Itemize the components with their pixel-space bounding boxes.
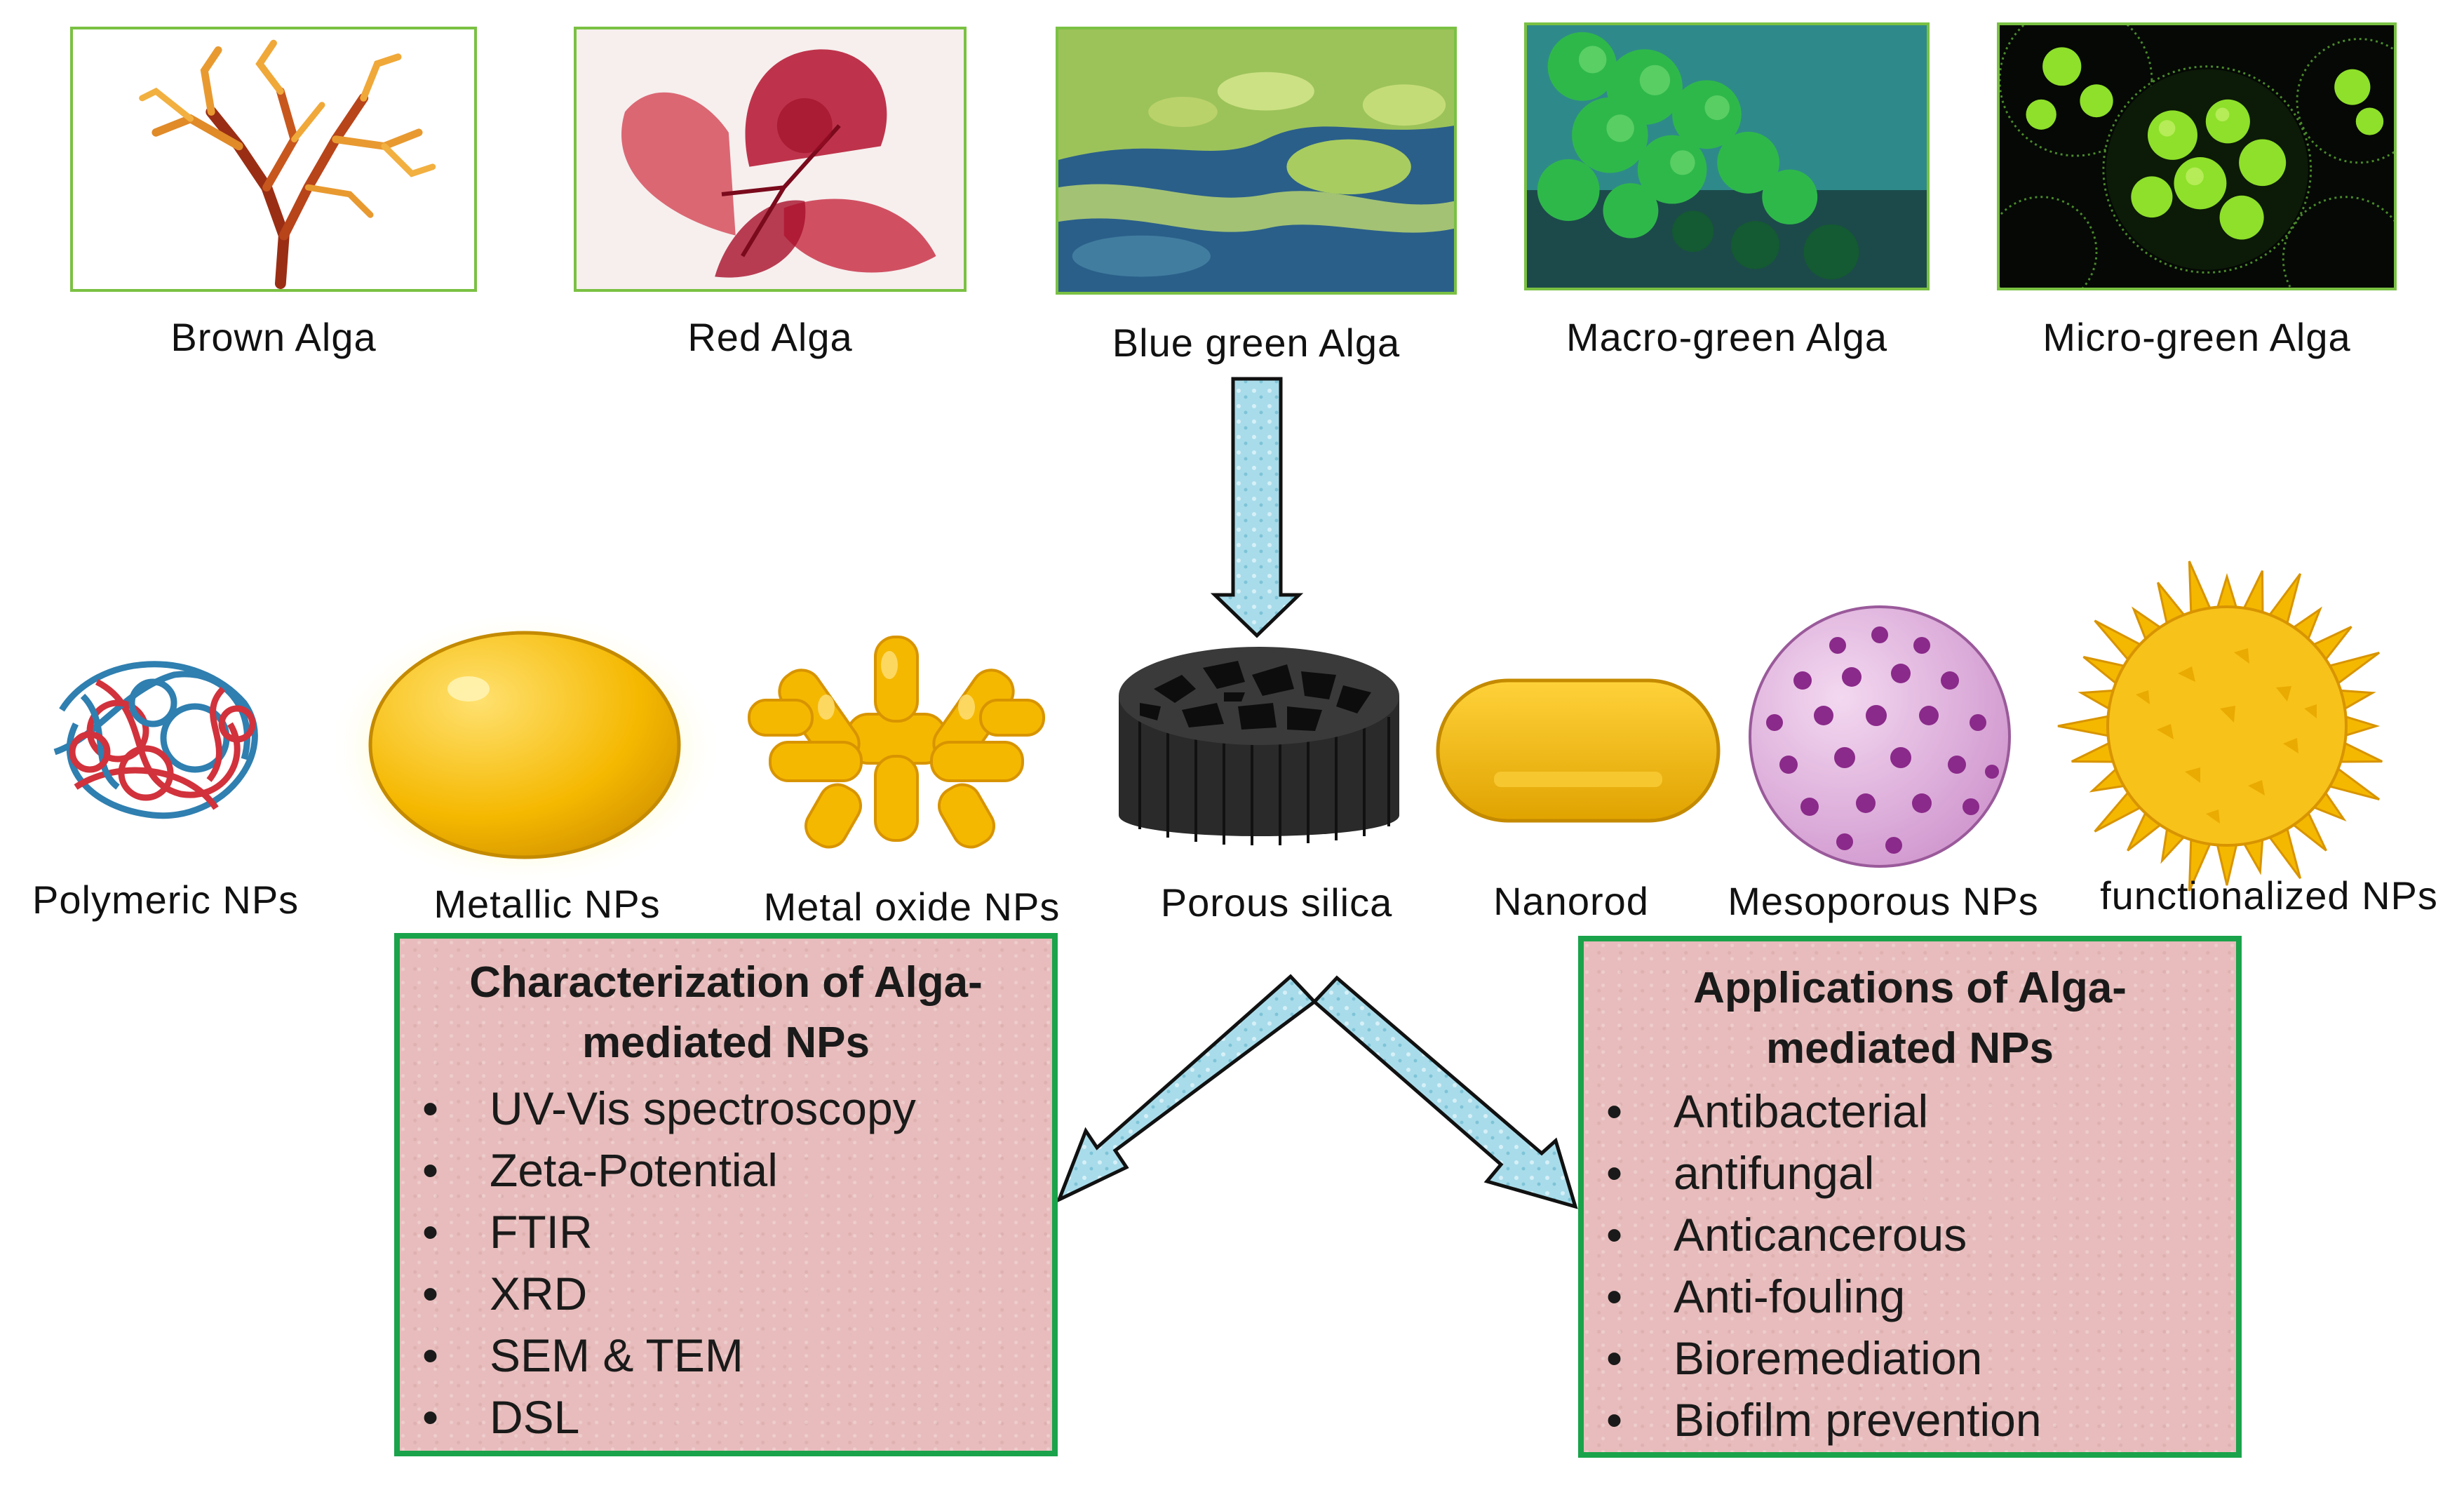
left-arrow bbox=[1056, 974, 1317, 1203]
applications-title-line1: Applications of Alga- bbox=[1693, 964, 2127, 1012]
list-item: •XRD bbox=[422, 1268, 588, 1320]
list-item: •Anticancerous bbox=[1606, 1209, 1967, 1261]
right-arrow bbox=[1312, 975, 1578, 1209]
polymeric-np-label: Polymeric NPs bbox=[32, 878, 299, 922]
functionalized-np-label: functionalized NPs bbox=[2100, 873, 2438, 918]
micro-green-alga-image bbox=[1997, 22, 2397, 290]
blue-green-alga-label: Blue green Alga bbox=[1112, 321, 1401, 365]
list-item: •UV-Vis spectroscopy bbox=[422, 1082, 916, 1134]
list-item: •Biofilm prevention bbox=[1606, 1394, 2042, 1446]
np-spike bbox=[2057, 714, 2113, 738]
micro-green-alga-label: Micro-green Alga bbox=[2042, 315, 2351, 359]
list-item: •SEM & TEM bbox=[422, 1329, 743, 1381]
list-item: •Antibacterial bbox=[1606, 1085, 1929, 1137]
red-alga-image bbox=[574, 27, 967, 292]
mesoporous-np-icon bbox=[1739, 603, 2020, 870]
list-item: •Bioremediation bbox=[1606, 1332, 1983, 1384]
list-item: •FTIR bbox=[422, 1206, 593, 1258]
blue-green-alga-image bbox=[1056, 27, 1457, 295]
applications-list: •Antibacterial •antifungal •Anticancerou… bbox=[1584, 1080, 2042, 1451]
nanorod-icon bbox=[1431, 673, 1725, 828]
mesoporous-np-label: Mesoporous NPs bbox=[1728, 879, 2039, 923]
characterization-title-line1: Characterization of Alga- bbox=[469, 958, 983, 1007]
macro-green-alga-image bbox=[1524, 22, 1930, 290]
applications-box: Applications of Alga- mediated NPs •Anti… bbox=[1578, 936, 2242, 1458]
red-alga-label: Red Alga bbox=[687, 315, 853, 359]
down-arrow bbox=[1210, 377, 1304, 638]
porous-silica-icon bbox=[1112, 633, 1406, 857]
applications-title-line2: mediated NPs bbox=[1765, 1024, 2054, 1073]
list-item: •DSL bbox=[422, 1391, 580, 1443]
list-item: •Zeta-Potential bbox=[422, 1144, 778, 1196]
metal-oxide-np-icon bbox=[742, 623, 1051, 854]
brown-alga-image bbox=[70, 27, 477, 292]
characterization-title-line2: mediated NPs bbox=[581, 1019, 870, 1067]
brown-alga-label: Brown Alga bbox=[170, 315, 377, 359]
functionalized-np-icon bbox=[2052, 561, 2402, 892]
characterization-list: •UV-Vis spectroscopy •Zeta-Potential •FT… bbox=[400, 1078, 916, 1448]
list-item: •antifungal bbox=[1606, 1147, 1875, 1199]
metal-oxide-np-label: Metal oxide NPs bbox=[763, 885, 1061, 929]
porous-silica-label: Porous silica bbox=[1160, 880, 1393, 925]
list-item: •Anti-fouling bbox=[1606, 1270, 1906, 1322]
macro-green-alga-label: Macro-green Alga bbox=[1566, 315, 1887, 359]
characterization-box: Characterization of Alga- mediated NPs •… bbox=[394, 933, 1058, 1456]
metallic-np-label: Metallic NPs bbox=[433, 882, 661, 926]
nanorod-label: Nanorod bbox=[1493, 879, 1649, 923]
metallic-np-icon bbox=[328, 612, 721, 885]
polymeric-np-icon bbox=[13, 626, 300, 843]
